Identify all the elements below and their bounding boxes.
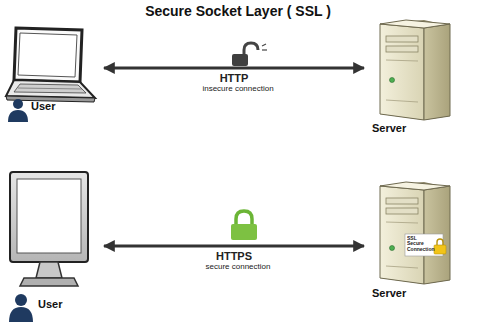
laptop-icon — [6, 28, 95, 102]
connection-caption: insecure connection — [202, 85, 273, 94]
server-tower — [380, 182, 450, 190]
laptop-icon — [14, 84, 86, 93]
user-icon — [8, 99, 28, 122]
server-tower — [386, 100, 418, 102]
ssl-sticker — [434, 245, 446, 254]
connection-arrow — [104, 245, 364, 248]
server-tower — [386, 222, 418, 223]
ssl-sticker — [405, 234, 446, 256]
laptop-icon — [14, 28, 82, 82]
unlocked-padlock — [262, 44, 266, 46]
server-tower — [424, 24, 450, 120]
locked-padlock — [231, 224, 257, 240]
user-icon — [15, 294, 27, 306]
server-tower — [386, 266, 418, 268]
user-icon — [9, 294, 33, 322]
server-tower — [386, 46, 418, 52]
server-tower — [380, 182, 450, 284]
server-tower — [386, 198, 418, 204]
unlocked-padlock — [232, 43, 267, 66]
monitor-icon — [36, 262, 62, 278]
laptop-icon — [6, 80, 95, 98]
server-tower — [386, 36, 418, 42]
unlocked-padlock — [232, 54, 248, 66]
user-label: User — [31, 100, 55, 112]
monitor-icon — [20, 278, 78, 286]
server-tower — [380, 20, 450, 120]
unlocked-padlock — [262, 49, 267, 50]
monitor-icon — [10, 172, 88, 262]
server-label: Server — [372, 122, 406, 134]
connection-arrow — [104, 67, 364, 70]
monitor-icon — [10, 172, 88, 286]
server-label: Server — [372, 287, 406, 299]
server-tower — [390, 246, 395, 251]
server-tower — [380, 20, 450, 28]
server-tower — [390, 78, 395, 83]
diagram-title: Secure Socket Layer ( SSL ) — [145, 3, 331, 19]
certificate-badge-text: SSL Secure Connection — [407, 236, 431, 252]
protocol-label: HTTP — [218, 72, 251, 84]
user-icon — [8, 110, 28, 122]
user-label: User — [38, 298, 62, 310]
client-device: User — [4, 170, 100, 324]
laptop-icon — [18, 88, 82, 89]
server-tower — [386, 208, 418, 214]
user-icon — [9, 307, 33, 322]
server-tower — [380, 24, 424, 120]
monitor-icon — [17, 179, 81, 253]
laptop-icon — [18, 33, 77, 77]
server-tower — [386, 60, 418, 61]
client-device: User — [4, 26, 100, 126]
server-node: Server — [368, 18, 460, 136]
locked-padlock — [231, 211, 257, 240]
server-tower — [380, 182, 450, 284]
user-icon — [13, 99, 23, 109]
locked-padlock — [236, 211, 252, 226]
server-tower — [380, 20, 450, 120]
protocol-label: HTTPS — [214, 250, 254, 262]
connection-caption: secure connection — [206, 263, 271, 272]
